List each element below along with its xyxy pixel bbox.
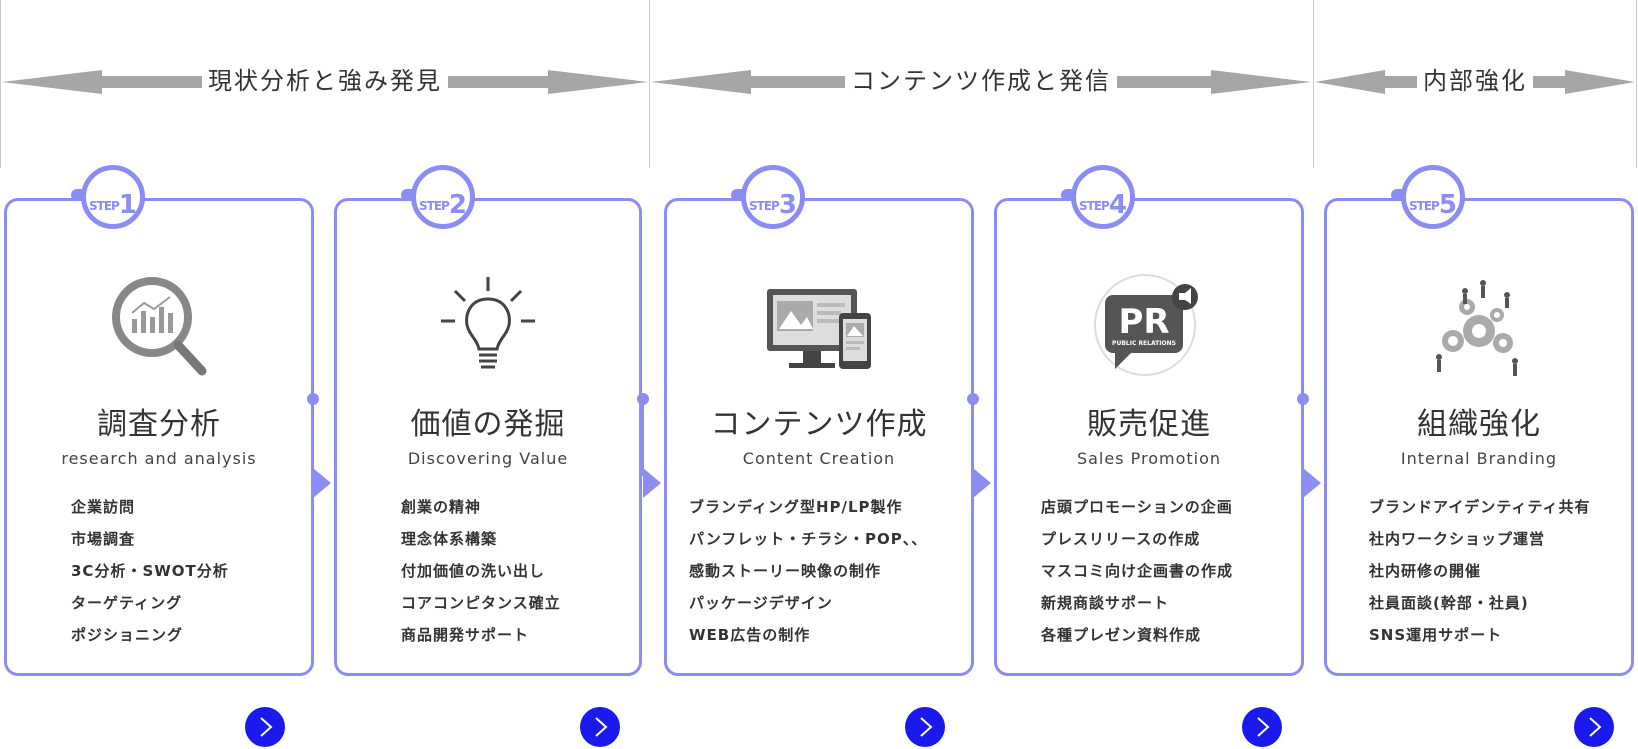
phase-divider (649, 0, 650, 168)
list-item: 付加価値の洗い出し (401, 562, 546, 580)
pr-subtext: PUBLIC RELATIONS (1112, 340, 1176, 347)
step-subtitle: Discovering Value (407, 449, 569, 468)
list-item: 創業の精神 (401, 498, 482, 516)
list-item: 店頭プロモーションの企画 (1041, 498, 1233, 516)
chevron-right-icon (1257, 717, 1270, 737)
list-item: コアコンピタンス確立 (401, 594, 561, 612)
step-badge: STEP5 (1401, 165, 1465, 229)
step-number: 2 (448, 190, 467, 220)
list-item: WEB広告の制作 (689, 626, 811, 644)
phase-divider (0, 0, 1, 168)
step-subtitle: research and analysis (61, 449, 257, 468)
list-item: ポジショニング (71, 626, 184, 644)
phase-label: 現状分析と強み発見 (202, 67, 448, 95)
list-item: 商品開発サポート (401, 626, 530, 644)
step-number: 1 (118, 190, 137, 220)
step-badge: STEP2 (411, 165, 475, 229)
list-item: 市場調査 (71, 530, 136, 548)
list-item: パッケージデザイン (689, 594, 833, 612)
list-item: パンフレット・チラシ・POP、、 (689, 530, 928, 548)
step-title: 組織強化 (1417, 407, 1541, 442)
pr-text: PR (1118, 302, 1169, 342)
list-item: ブランディング型HP/LP製作 (689, 498, 903, 516)
badge-tail (401, 189, 413, 201)
step-prefix: STEP (89, 199, 120, 213)
step-card-3: STEP3 コンテンツ作成 Content Creation ブランディング型H… (664, 165, 974, 676)
list-item: ターゲティング (71, 594, 183, 612)
step-prefix: STEP (1409, 199, 1440, 213)
chevron-right-icon (1589, 717, 1602, 737)
list-item: ブランドアイデンティティ共有 (1369, 498, 1591, 516)
step-prefix: STEP (749, 199, 780, 213)
step-badge: STEP4 (1071, 165, 1135, 229)
step-item-list: 創業の精神 理念体系構築 付加価値の洗い出し コアコンピタンス確立 商品開発サポ… (401, 491, 561, 651)
list-item: SNS運用サポート (1369, 626, 1503, 644)
step-4-next-button[interactable] (1242, 707, 1282, 747)
list-item: プレスリリースの作成 (1041, 530, 1201, 548)
list-item: 各種プレゼン資料作成 (1041, 626, 1202, 644)
step-title: 調査分析 (97, 407, 221, 442)
step-item-list: 企業訪問 市場調査 3C分析・SWOT分析 ターゲティング ポジショニング (71, 491, 229, 651)
step-item-list: ブランドアイデンティティ共有 社内ワークショップ運営 社内研修の開催 社員面談(… (1369, 491, 1590, 651)
phase-label: コンテンツ作成と発信 (845, 67, 1117, 95)
step-number: 3 (778, 190, 797, 220)
step-item-list: ブランディング型HP/LP製作 パンフレット・チラシ・POP、、 感動ストーリー… (689, 491, 927, 651)
step-2-next-button[interactable] (580, 707, 620, 747)
phase-header: 内部強化 (1315, 60, 1635, 104)
step-badge: STEP3 (741, 165, 805, 229)
chevron-right-icon (260, 717, 273, 737)
list-item: 社内研修の開催 (1369, 562, 1482, 580)
list-item: 社内ワークショップ運営 (1369, 530, 1546, 548)
badge-tail (71, 189, 83, 201)
list-item: 企業訪問 (71, 498, 136, 516)
arrow-right-icon (973, 468, 991, 498)
step-prefix: STEP (1079, 199, 1110, 213)
step-5-next-button[interactable] (1574, 707, 1614, 747)
step-card-2: STEP2 価値の発掘 Discovering Value 創業の精神 理念体系… (334, 165, 642, 676)
step-prefix: STEP (419, 199, 450, 213)
step-card-1: STEP1 調査分析 research and analysis 企業訪問 市場… (4, 165, 314, 676)
pr-bubble-icon: PR PUBLIC RELATIONS (997, 273, 1301, 383)
magnifier-chart-icon (7, 273, 311, 383)
light-bulb-icon (337, 273, 639, 383)
phase-header: 現状分析と強み発見 (2, 60, 648, 104)
badge-tail (1061, 189, 1073, 201)
phase-header: コンテンツ作成と発信 (651, 60, 1311, 104)
list-item: 社員面談(幹部・社員) (1369, 594, 1529, 612)
phase-divider (1636, 0, 1637, 168)
step-1-next-button[interactable] (245, 707, 285, 747)
step-card-4: STEP4 PR PUBLIC RELATIONS 販売促進 Sales Pro… (994, 165, 1304, 676)
step-number: 5 (1438, 190, 1457, 220)
phase-divider (1313, 0, 1314, 168)
chevron-right-icon (595, 717, 608, 737)
step-badge: STEP1 (81, 165, 145, 229)
badge-tail (731, 189, 743, 201)
step-card-5: STEP5 (1324, 165, 1634, 676)
list-item: 3C分析・SWOT分析 (71, 562, 229, 580)
step-title: 販売促進 (1087, 407, 1211, 442)
phase-label: 内部強化 (1417, 67, 1533, 95)
team-gears-icon (1327, 273, 1631, 383)
step-title: コンテンツ作成 (710, 407, 928, 442)
badge-tail (1391, 189, 1403, 201)
step-subtitle: Sales Promotion (1076, 449, 1222, 468)
step-title: 価値の発掘 (410, 407, 566, 442)
arrow-right-icon (313, 468, 331, 498)
list-item: 感動ストーリー映像の制作 (689, 562, 882, 580)
step-subtitle: Content Creation (742, 449, 896, 468)
step-number: 4 (1108, 190, 1127, 220)
list-item: 新規商談サポート (1041, 594, 1170, 612)
list-item: 理念体系構築 (401, 530, 498, 548)
monitor-phone-icon (667, 273, 971, 383)
arrow-right-icon (643, 468, 661, 498)
step-subtitle: Internal Branding (1400, 449, 1558, 468)
step-item-list: 店頭プロモーションの企画 プレスリリースの作成 マスコミ向け企画書の作成 新規商… (1041, 491, 1233, 651)
step-3-next-button[interactable] (905, 707, 945, 747)
list-item: マスコミ向け企画書の作成 (1041, 562, 1234, 580)
chevron-right-icon (920, 717, 933, 737)
arrow-right-icon (1303, 468, 1321, 498)
